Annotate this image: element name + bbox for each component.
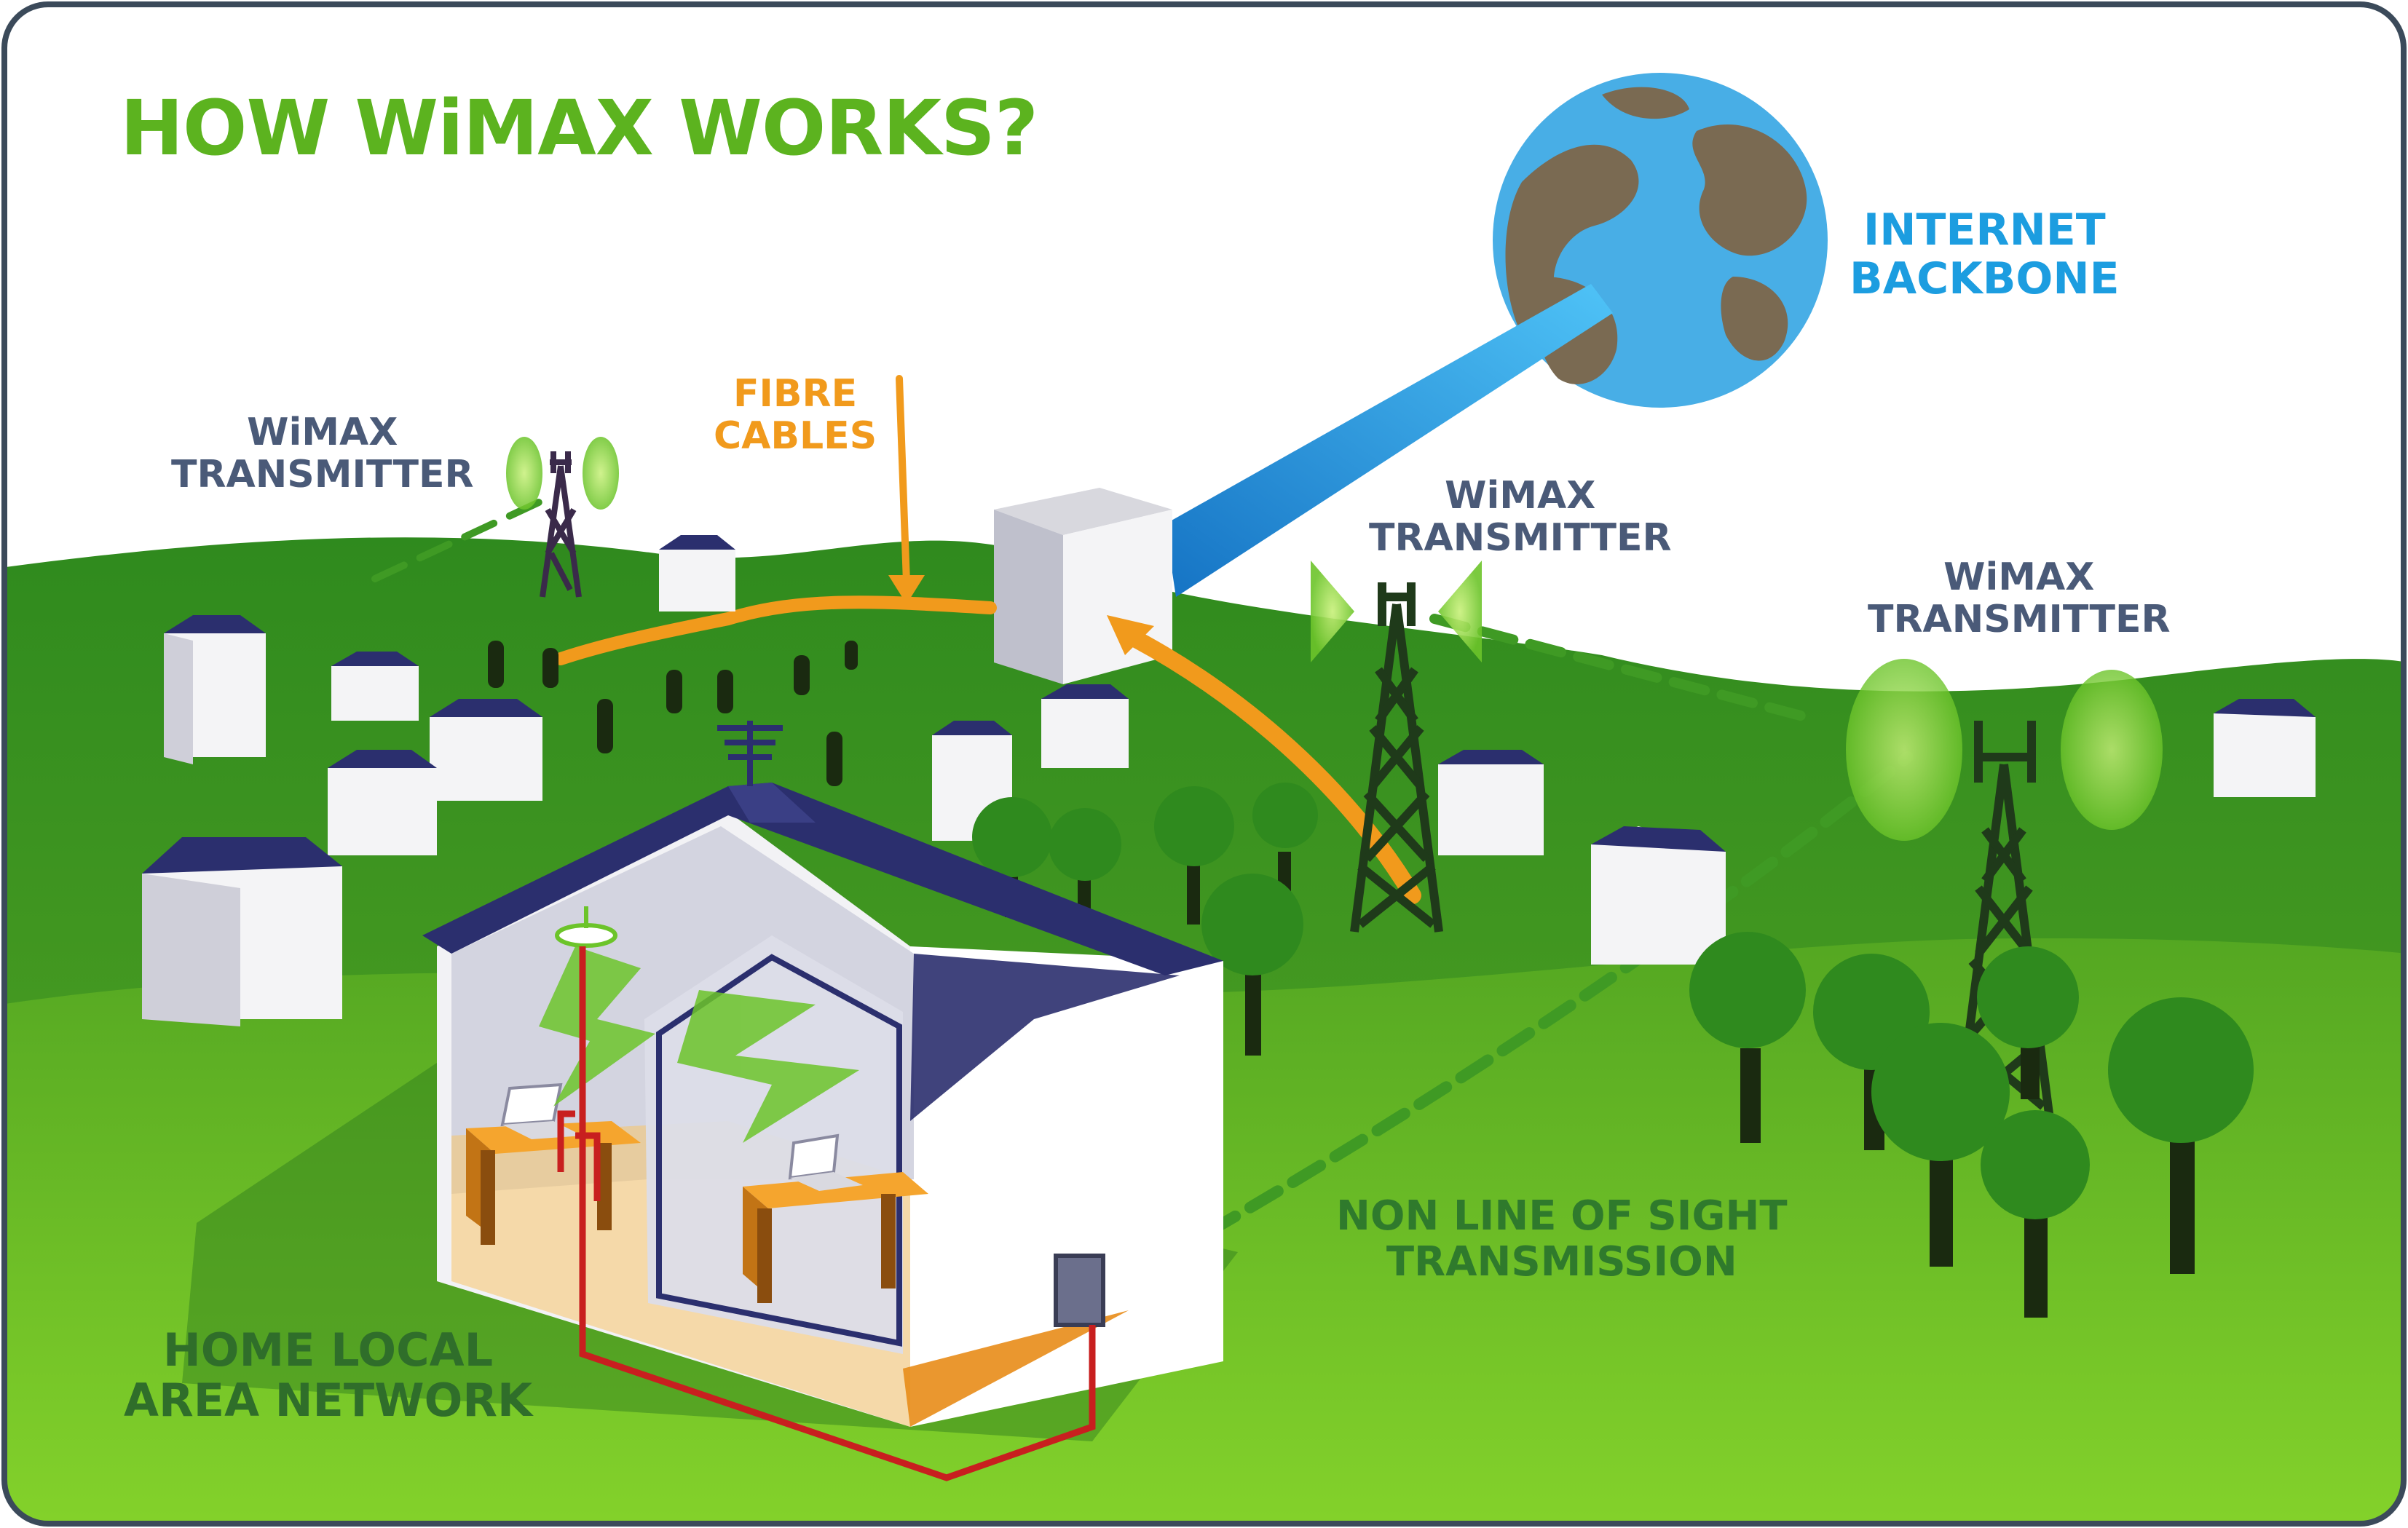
tree-icon [1154,786,1234,925]
transmitter-tower-middle-icon [1311,561,1482,933]
non-line-of-sight-label: NON LINE OF SIGHT TRANSMISSION [1336,1192,1788,1286]
house-icon [1041,684,1129,768]
tree-icon [1689,932,1806,1143]
diagram-title: HOW WiMAX WORKS? [120,84,1038,173]
tree-icon [1871,1023,2010,1267]
transmitter-right-label-line-2: TRANSMITTER [1868,598,2171,642]
internet-backbone-label: INTERNET BACKBONE [1850,205,2120,305]
trees [488,641,2254,1318]
background-houses [142,535,2316,1026]
house-icon [2214,699,2316,797]
main-house [422,721,1223,1481]
fibre-cables-label-line-2: CABLES [714,414,877,459]
house-icon [328,750,437,855]
tree-icon [1201,874,1303,1056]
lan-cable [557,946,1096,1481]
internet-backbone-label-line-1: INTERNET [1863,205,2106,256]
house-icon [331,652,419,721]
transmitter-right-label-line-1: WiMAX [1943,555,2095,599]
roof-antenna-icon [717,721,783,786]
house-icon [1591,826,1726,965]
non-line-of-sight-label-line-1: NON LINE OF SIGHT [1336,1192,1788,1240]
fibre-cables-label: FIBRE CABLES [714,372,877,459]
signal-paths [371,499,1914,1287]
home-lan-label: HOME LOCAL AREA NETWORK [124,1325,532,1426]
tree-icon [1977,946,2079,1099]
home-lan-label-line-2: AREA NETWORK [124,1374,533,1428]
transmitter-left-label-line-2: TRANSMITTER [171,453,474,497]
transmitter-left-label: WiMAX TRANSMITTER [171,411,474,496]
transmitter-tower-left-icon [506,437,619,598]
router-icon [555,906,617,948]
home-lan-label-line-1: HOME LOCAL [162,1323,494,1377]
fibre-cables [554,375,1421,904]
backbone-beam [1165,284,1613,597]
fibre-cables-label-line-1: FIBRE [733,372,858,416]
house-icon [430,699,542,801]
tree-icon [2108,997,2254,1274]
house-icon [164,615,266,764]
house-icon [659,535,735,611]
house-icon [1438,750,1544,855]
transmitter-tower-right-icon [1846,659,2163,1115]
wall-modem-icon [1054,1254,1105,1327]
transmitter-middle-label-line-2: TRANSMITTER [1369,516,1672,561]
wireless-signal [539,946,859,1143]
internet-backbone-label-line-2: BACKBONE [1850,253,2120,305]
building-icon [994,488,1172,684]
transmitter-middle-label: WiMAX TRANSMITTER [1369,474,1672,561]
desk-right [743,1172,928,1303]
laptop-icon [788,1133,863,1191]
transmitter-right-label: WiMAX TRANSMITTER [1868,556,2171,641]
non-line-of-sight-label-line-2: TRANSMISSION [1386,1238,1737,1286]
house-icon [142,837,342,1026]
tree-icon [1981,1110,2090,1318]
transmitter-middle-label-line-1: WiMAX [1445,474,1596,518]
transmitter-left-label-line-1: WiMAX [247,411,398,454]
